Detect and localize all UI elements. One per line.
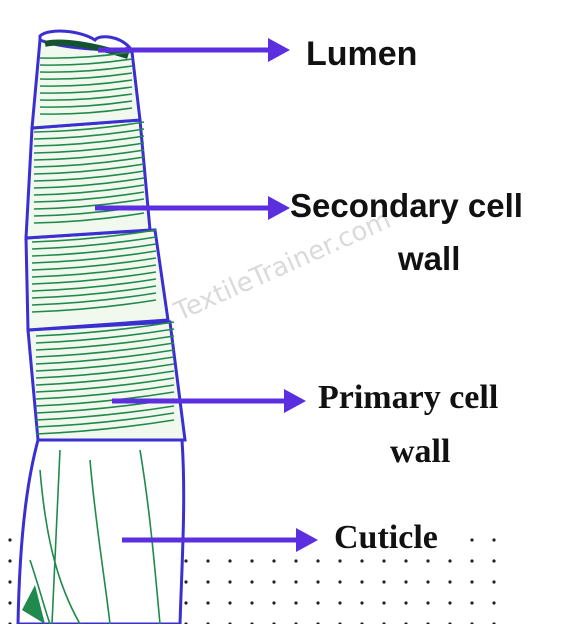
label-primary-wall-line1: Primary cell	[318, 379, 499, 416]
label-cuticle: Cuticle	[334, 519, 438, 556]
label-secondary-wall-line2: wall	[398, 240, 461, 277]
arrows	[95, 38, 318, 552]
fibre-hatch-lines	[31, 51, 175, 435]
label-primary-wall-line2: wall	[390, 433, 451, 470]
cuticle-arrow	[122, 528, 318, 552]
cuticle-streaks	[29, 449, 161, 624]
cuticle-layer	[16, 438, 186, 624]
label-secondary-wall-line1: Secondary cell	[290, 187, 523, 224]
primary-wall-arrow	[112, 389, 306, 413]
secondary-wall-arrow	[95, 196, 290, 220]
fibre-structure	[16, 29, 187, 624]
lumen-arrow	[98, 38, 290, 62]
label-lumen: Lumen	[306, 35, 418, 73]
lumen-shade	[44, 39, 129, 59]
cuticle-tip	[22, 585, 45, 624]
